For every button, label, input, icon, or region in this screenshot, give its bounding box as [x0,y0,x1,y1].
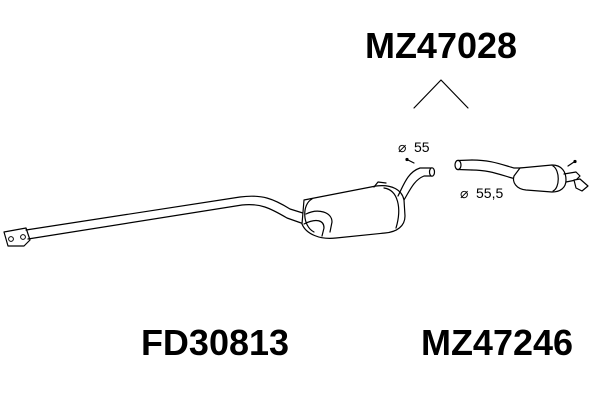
rear-diameter-symbol: ⌀ [460,185,468,201]
front-flange-hole-right [20,234,26,240]
middle-pipe-hanger-end [405,157,409,162]
rear-silencer-body [512,164,567,193]
rear-tailpipe-tip [573,178,589,192]
middle-diameter-label: ⌀ 55 [398,139,430,155]
front-flange-hole-left [8,236,14,242]
front-pipe-assembly [3,181,406,247]
pointer-caret [413,79,469,109]
front-pipe-lower [27,203,305,240]
front-flange [3,227,31,247]
rear-tailpipe [563,171,581,183]
front-part-number: FD30813 [141,322,289,363]
middle-pipe-upper [397,167,433,197]
front-muffler-seam [383,187,400,229]
top-part-number: MZ47028 [365,25,517,66]
rear-inlet-sleeve [457,159,473,171]
rear-pipe-upper [471,159,529,169]
rear-hanger-end [573,159,577,164]
rear-silencer-seam [552,165,559,192]
rear-silencer-assembly [454,159,589,193]
middle-pipe-hanger [407,159,415,164]
middle-pipe-end [428,167,436,177]
middle-diameter-symbol: ⌀ [398,139,406,155]
front-muffler-end [304,198,315,233]
front-muffler-body [301,185,406,239]
middle-diameter-value: 55 [414,139,430,155]
rear-part-number: MZ47246 [421,322,573,363]
front-muffler-tab [373,181,387,188]
rear-diameter-label: ⌀ 55,5 [460,185,503,201]
front-pipe-upper [25,195,307,231]
middle-pipe [397,157,436,201]
front-muffler-inner-pipe [305,210,333,233]
rear-inlet-end [454,159,462,171]
rear-hanger [567,161,575,167]
rear-pipe-lower [471,169,525,181]
middle-pipe-lower [403,175,433,201]
front-muffler-inner-pipe-2 [303,219,325,237]
rear-diameter-value: 55,5 [476,185,503,201]
